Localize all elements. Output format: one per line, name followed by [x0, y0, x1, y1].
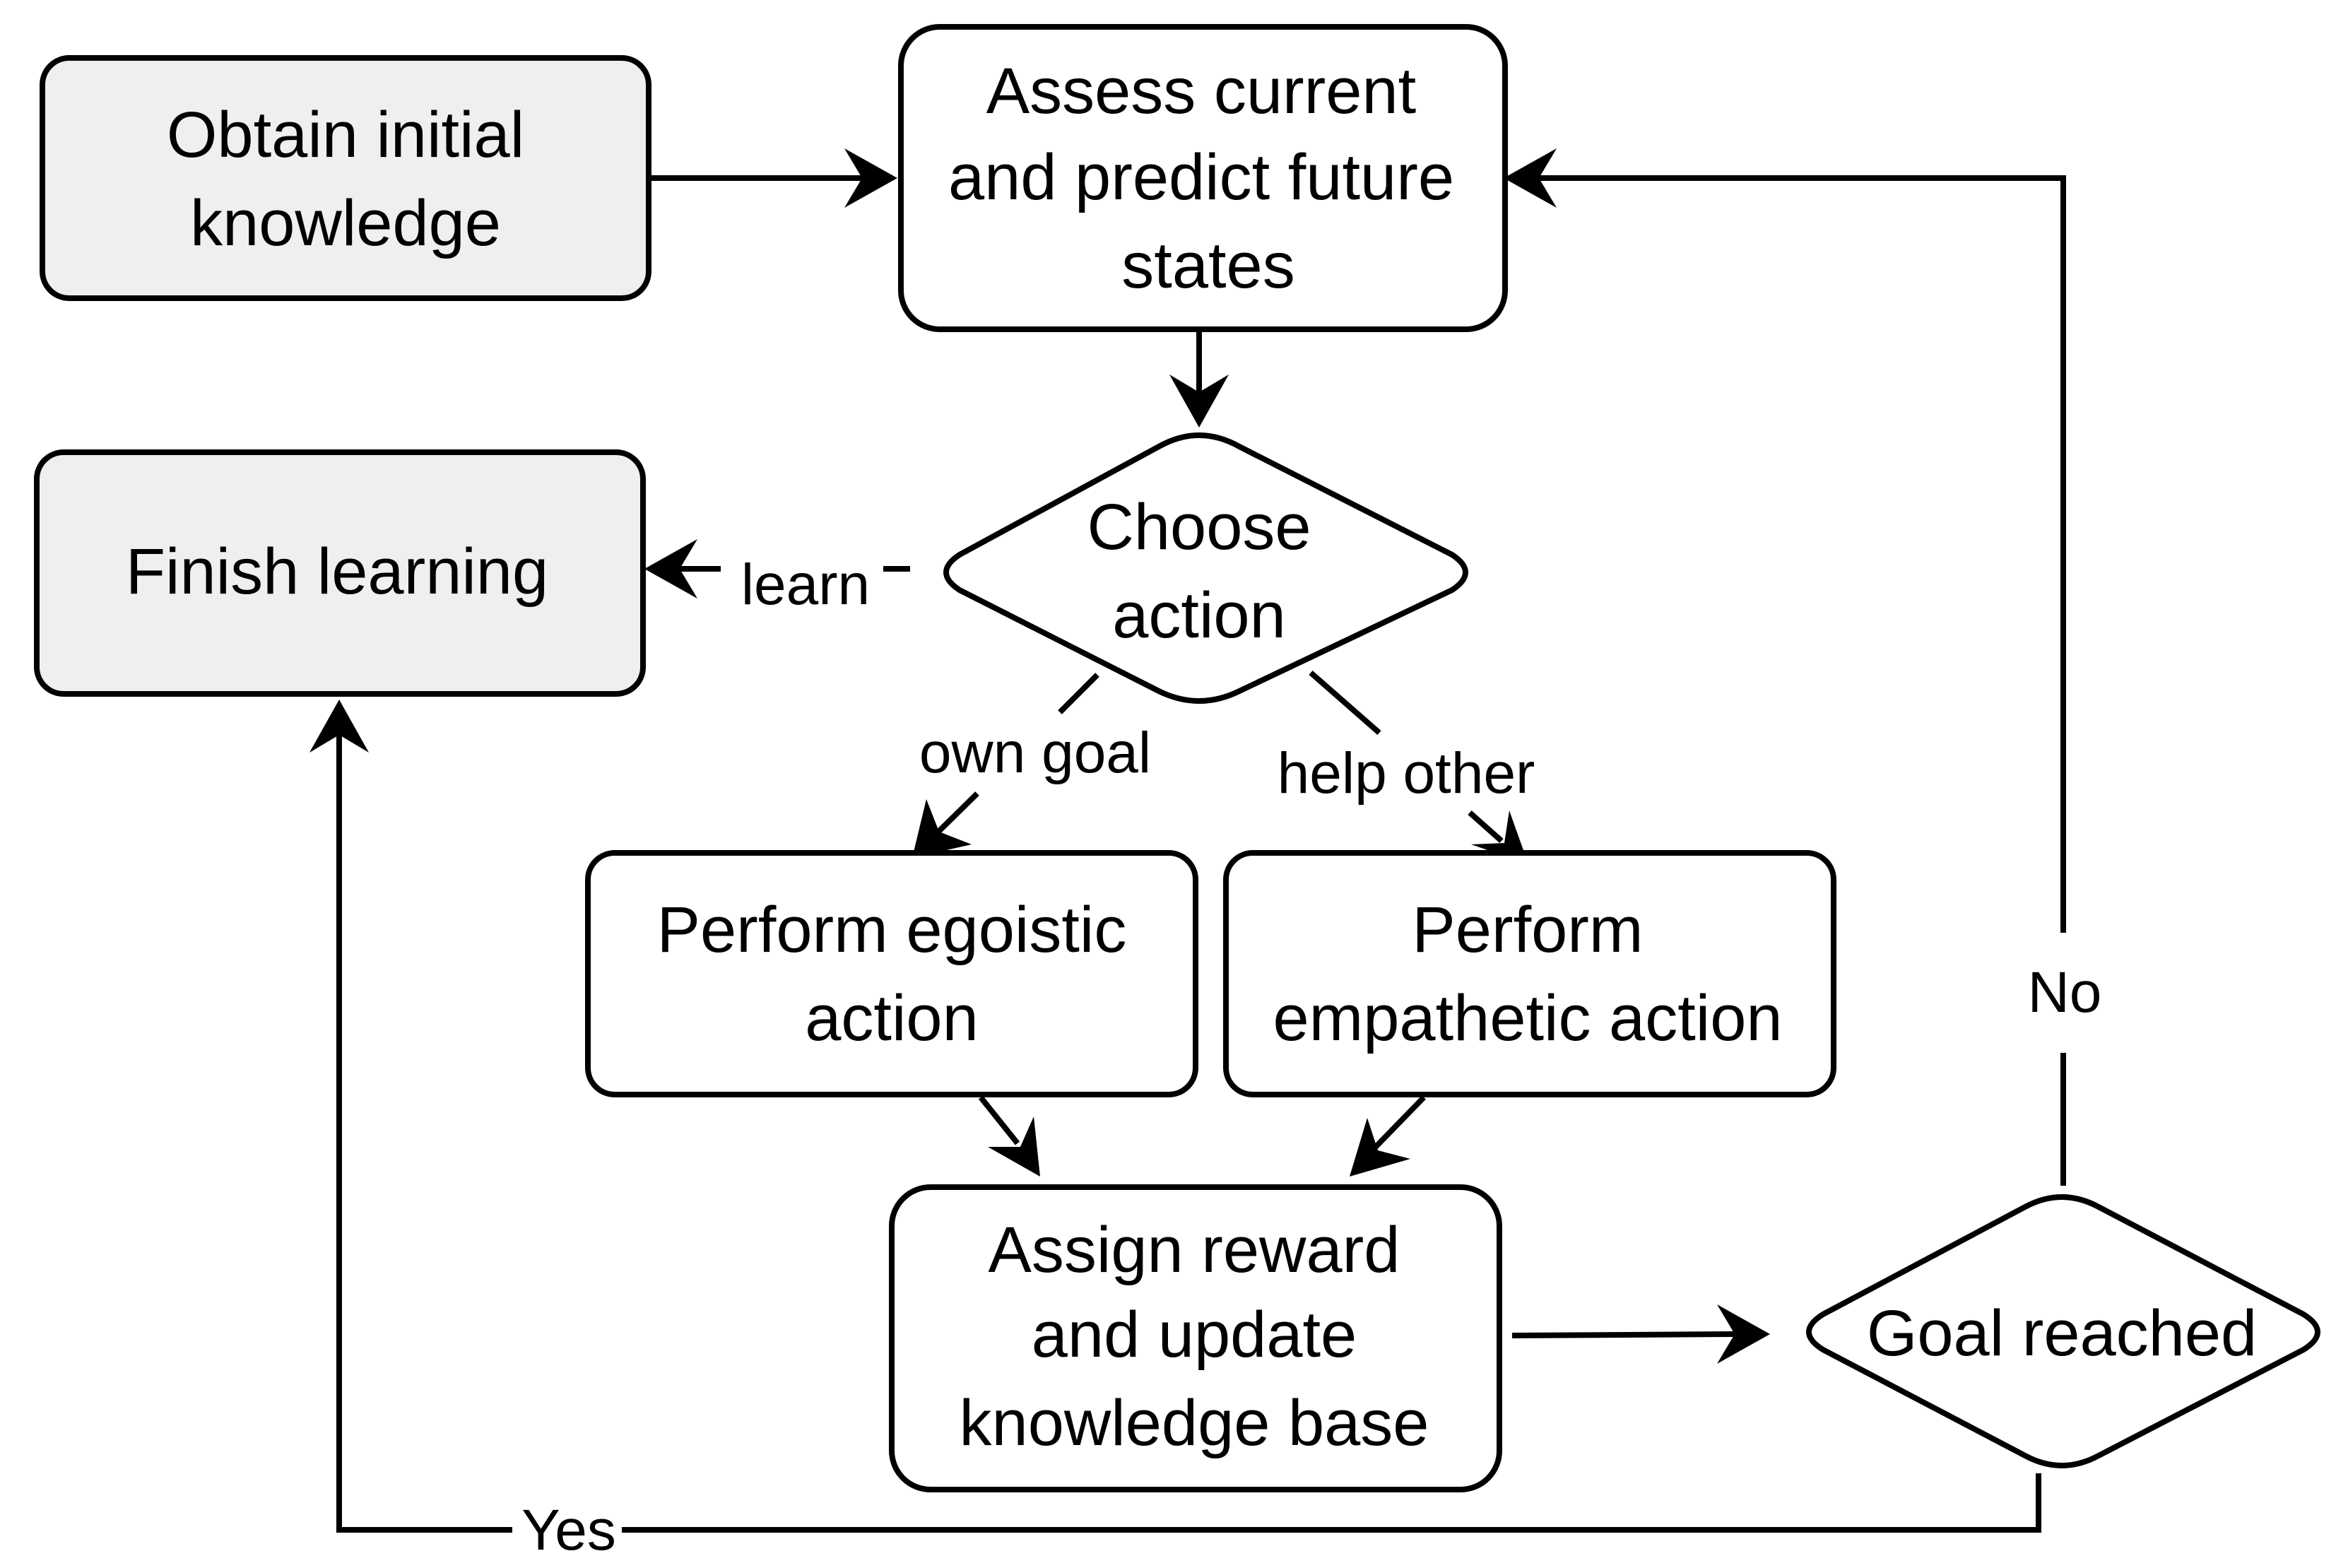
node-choose-action: Choose action [943, 432, 1468, 704]
node-label: and predict future [948, 141, 1454, 213]
node-label: states [1121, 230, 1294, 302]
edge-empathetic-to-assign [1350, 1095, 1426, 1177]
node-label: Perform egoistic [657, 894, 1127, 966]
edge-assign-to-goal [1511, 1304, 1770, 1364]
node-goal-reached: Goal reached [1806, 1194, 2320, 1468]
node-perform-empathetic-action: Perform empathetic action [1223, 850, 1836, 1097]
edge-goal-to-finish [309, 700, 2041, 1533]
node-label: Perform [1412, 894, 1643, 966]
node-label: Choose [1087, 491, 1311, 563]
node-assess-states: Assess current and predict future states [898, 24, 1508, 332]
node-label: knowledge [190, 187, 501, 259]
node-finish-learning: Finish learning [34, 449, 646, 697]
node-label: Finish learning [126, 536, 548, 608]
edge-assess-to-choose [1169, 331, 1229, 428]
node-label: empathetic action [1273, 982, 1782, 1054]
node-label: and update [1032, 1299, 1357, 1371]
node-label: Obtain initial [167, 99, 524, 171]
node-label: action [805, 982, 979, 1054]
edge-label-own-goal: own goal [919, 721, 1151, 785]
edge-label-no: No [2028, 960, 2102, 1025]
node-obtain-initial-knowledge: Obtain initial knowledge [40, 55, 651, 301]
edge-label-help-other: help other [1278, 741, 1535, 806]
edge-choose-to-finish [644, 539, 910, 599]
node-assign-reward: Assign reward and update knowledge base [889, 1184, 1502, 1492]
edge-label-learn: learn [741, 553, 870, 617]
node-label: action [1112, 579, 1286, 652]
node-perform-egoistic-action: Perform egoistic action [585, 850, 1198, 1097]
node-label: knowledge base [960, 1387, 1429, 1459]
edge-goal-to-assess [1504, 148, 2066, 1186]
node-label: Goal reached [1867, 1297, 2257, 1369]
edge-choose-to-egoistic [912, 673, 1099, 858]
edge-egoistic-to-assign [978, 1095, 1040, 1177]
edge-obtain-to-assess [650, 148, 897, 208]
node-label: Assign reward [989, 1214, 1400, 1286]
node-label: Assess current [986, 55, 1416, 127]
edge-label-yes: Yes [521, 1498, 616, 1562]
